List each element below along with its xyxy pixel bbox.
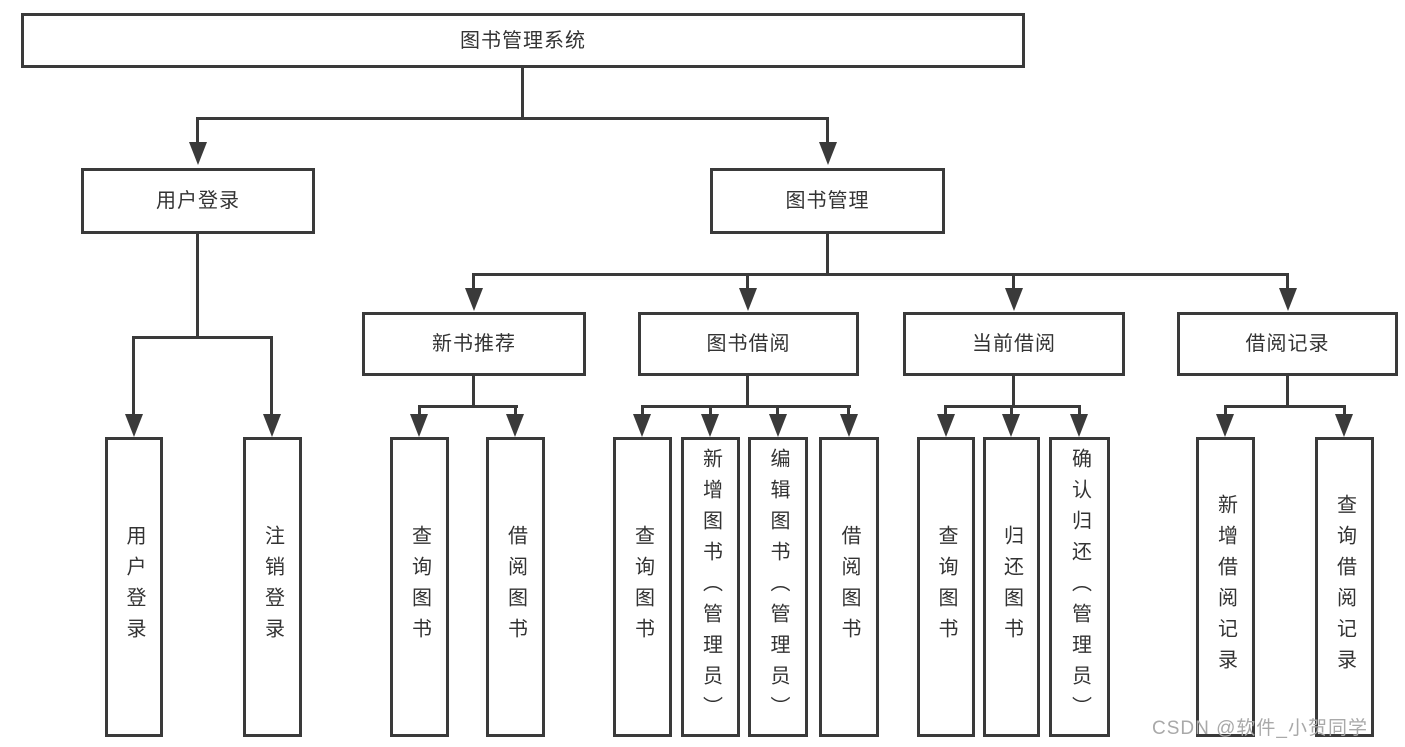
connector-leaf-logout-stem bbox=[270, 336, 273, 416]
arrowhead-g4-leaf1 bbox=[937, 414, 955, 437]
connector-recommend-down bbox=[472, 376, 475, 408]
node-current-borrow: 当前借阅 bbox=[903, 312, 1125, 376]
connector-g2-stem1 bbox=[418, 405, 421, 417]
arrowhead-g3-leaf1 bbox=[633, 414, 651, 437]
arrowhead-g5-leaf2 bbox=[1335, 414, 1353, 437]
leaf-add-books-admin: 新增图书（管理员） bbox=[681, 437, 740, 737]
arrowhead-recommend bbox=[465, 288, 483, 311]
connector-user-login-hline bbox=[132, 336, 273, 339]
node-new-book-recommend: 新书推荐 bbox=[362, 312, 586, 376]
connector-g4-stem3 bbox=[1078, 405, 1081, 417]
leaf-confirm-return-admin: 确认归还（管理员） bbox=[1049, 437, 1110, 737]
connector-current-stem bbox=[1012, 273, 1015, 288]
connector-borrow-stem bbox=[746, 273, 749, 288]
connector-borrow-down bbox=[746, 376, 749, 408]
connector-g5-stem2 bbox=[1343, 405, 1346, 417]
connector-book-mgmt-down bbox=[826, 234, 829, 276]
arrowhead-leaf-logout bbox=[263, 414, 281, 437]
connector-g3-stem2 bbox=[709, 405, 712, 417]
connector-root-stub bbox=[521, 65, 524, 120]
connector-g4-stem2 bbox=[1010, 405, 1013, 417]
arrowhead-leaf-user-login bbox=[125, 414, 143, 437]
leaf-user-login: 用户登录 bbox=[105, 437, 163, 737]
connector-leaf-user-login-stem bbox=[132, 336, 135, 416]
arrowhead-g4-leaf2 bbox=[1002, 414, 1020, 437]
arrowhead-g5-leaf1 bbox=[1216, 414, 1234, 437]
leaf-return-books-label: 归还图书 bbox=[1000, 525, 1023, 649]
leaf-query-books-current-label: 查询图书 bbox=[935, 525, 957, 649]
node-book-borrow: 图书借阅 bbox=[638, 312, 859, 376]
arrowhead-borrow bbox=[739, 288, 757, 311]
leaf-logout-label: 注销登录 bbox=[261, 525, 284, 649]
connector-user-login-stem bbox=[196, 117, 199, 143]
connector-recommend-stem bbox=[472, 273, 475, 288]
arrowhead-current bbox=[1005, 288, 1023, 311]
arrowhead-g3-leaf3 bbox=[769, 414, 787, 437]
node-library-system: 图书管理系统 bbox=[21, 13, 1025, 68]
leaf-add-books-admin-label: 新增图书（管理员） bbox=[699, 447, 722, 727]
node-library-system-label: 图书管理系统 bbox=[460, 29, 586, 52]
leaf-query-books-borrow-label: 查询图书 bbox=[631, 525, 654, 649]
leaf-add-borrow-record-label: 新增借阅记录 bbox=[1214, 494, 1237, 680]
leaf-query-books-recommend-label: 查询图书 bbox=[408, 525, 431, 649]
connector-g3-stem4 bbox=[847, 405, 850, 417]
arrowhead-records bbox=[1279, 288, 1297, 311]
leaf-logout: 注销登录 bbox=[243, 437, 302, 737]
leaf-user-login-label: 用户登录 bbox=[123, 525, 145, 649]
connector-records-hline bbox=[1224, 405, 1346, 408]
leaf-edit-books-admin-label: 编辑图书（管理员） bbox=[767, 447, 789, 727]
leaf-return-books: 归还图书 bbox=[983, 437, 1040, 737]
connector-user-login-down bbox=[196, 234, 199, 339]
node-book-management-label: 图书管理 bbox=[785, 190, 870, 212]
connector-current-down bbox=[1012, 376, 1015, 408]
node-user-login-label: 用户登录 bbox=[156, 190, 240, 212]
arrowhead-g2-leaf2 bbox=[506, 414, 524, 437]
connector-level3-hline bbox=[472, 273, 1289, 276]
connector-g3-stem1 bbox=[641, 405, 644, 417]
watermark: CSDN @软件_小贺同学 bbox=[1152, 718, 1368, 739]
leaf-query-books-recommend: 查询图书 bbox=[390, 437, 449, 737]
node-current-borrow-label: 当前借阅 bbox=[972, 333, 1056, 355]
node-book-management: 图书管理 bbox=[710, 168, 945, 234]
arrowhead-g3-leaf2 bbox=[701, 414, 719, 437]
node-new-book-recommend-label: 新书推荐 bbox=[432, 333, 516, 355]
leaf-confirm-return-admin-label: 确认归还（管理员） bbox=[1068, 447, 1091, 727]
node-borrow-records-label: 借阅记录 bbox=[1245, 333, 1330, 355]
connector-level2-hline bbox=[196, 117, 829, 120]
node-book-borrow-label: 图书借阅 bbox=[706, 333, 791, 355]
arrowhead-book-mgmt bbox=[819, 142, 837, 165]
connector-records-down bbox=[1286, 376, 1289, 408]
leaf-query-borrow-record: 查询借阅记录 bbox=[1315, 437, 1374, 737]
arrowhead-g2-leaf1 bbox=[410, 414, 428, 437]
leaf-query-books-borrow: 查询图书 bbox=[613, 437, 672, 737]
connector-g2-stem2 bbox=[514, 405, 517, 417]
leaf-borrow-books-recommend-label: 借阅图书 bbox=[504, 525, 527, 649]
connector-records-stem bbox=[1286, 273, 1289, 288]
leaf-borrow-books: 借阅图书 bbox=[819, 437, 879, 737]
leaf-query-borrow-record-label: 查询借阅记录 bbox=[1333, 494, 1356, 680]
connector-borrow-hline bbox=[641, 405, 851, 408]
connector-g5-stem1 bbox=[1224, 405, 1227, 417]
arrowhead-g4-leaf3 bbox=[1070, 414, 1088, 437]
connector-g3-stem3 bbox=[776, 405, 779, 417]
leaf-query-books-current: 查询图书 bbox=[917, 437, 975, 737]
node-borrow-records: 借阅记录 bbox=[1177, 312, 1398, 376]
node-user-login: 用户登录 bbox=[81, 168, 315, 234]
leaf-borrow-books-label: 借阅图书 bbox=[838, 525, 860, 649]
leaf-edit-books-admin: 编辑图书（管理员） bbox=[748, 437, 808, 737]
arrowhead-user-login bbox=[189, 142, 207, 165]
leaf-borrow-books-recommend: 借阅图书 bbox=[486, 437, 545, 737]
connector-recommend-hline bbox=[418, 405, 518, 408]
connector-g4-stem1 bbox=[944, 405, 947, 417]
connector-book-mgmt-stem bbox=[826, 117, 829, 143]
leaf-add-borrow-record: 新增借阅记录 bbox=[1196, 437, 1255, 737]
arrowhead-g3-leaf4 bbox=[840, 414, 858, 437]
